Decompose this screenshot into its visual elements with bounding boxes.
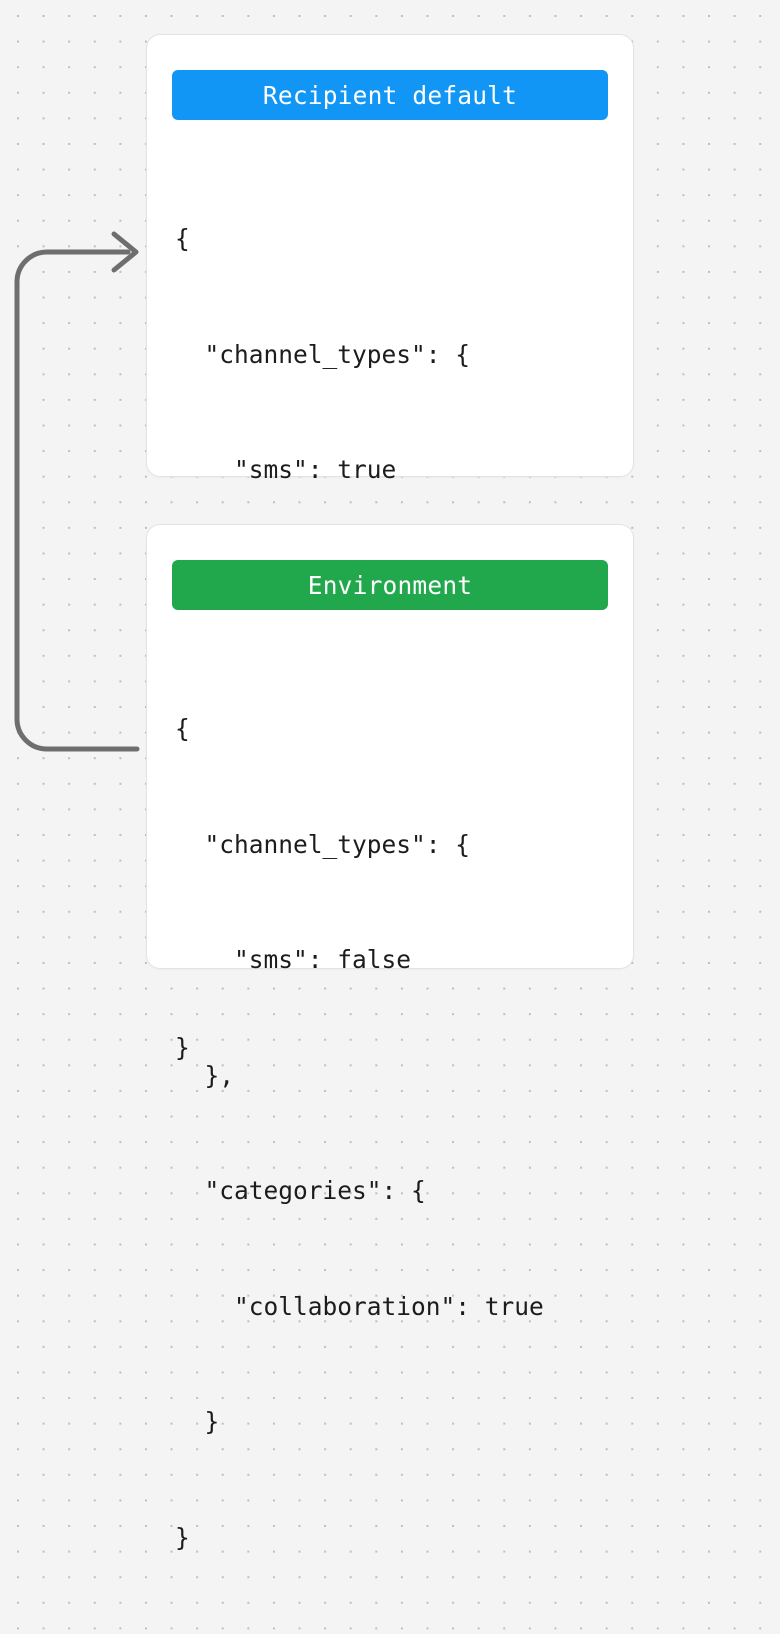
arrow-path: [14, 249, 140, 752]
code-line: "channel_types": {: [175, 829, 471, 859]
code-line: "categories": {: [175, 1176, 426, 1205]
card-environment[interactable]: Environment { "channel_types": { "sms": …: [147, 525, 633, 1552]
json-code-environment: { "channel_types": { "sms": false }, "ca…: [175, 633, 544, 1634]
code-line: }: [175, 1522, 190, 1552]
badge-environment: Environment: [172, 560, 608, 610]
arrow-head-icon: [111, 231, 139, 273]
card-recipient-default[interactable]: Recipient default { "channel_types": { "…: [147, 35, 633, 1062]
badge-recipient-default: Recipient default: [172, 70, 608, 120]
code-line: },: [175, 1060, 235, 1090]
badge-label: Environment: [307, 570, 473, 600]
code-line: "sms": true: [175, 455, 397, 484]
code-line: }: [175, 1407, 220, 1436]
code-line: {: [175, 224, 190, 253]
code-line: "sms": false: [175, 945, 412, 974]
diagram-canvas: Recipient default { "channel_types": { "…: [14, 35, 633, 1552]
code-line: "channel_types": {: [175, 339, 471, 369]
code-line: "collaboration": true: [175, 1291, 544, 1321]
badge-label: Recipient default: [262, 80, 518, 110]
code-line: {: [175, 714, 190, 743]
